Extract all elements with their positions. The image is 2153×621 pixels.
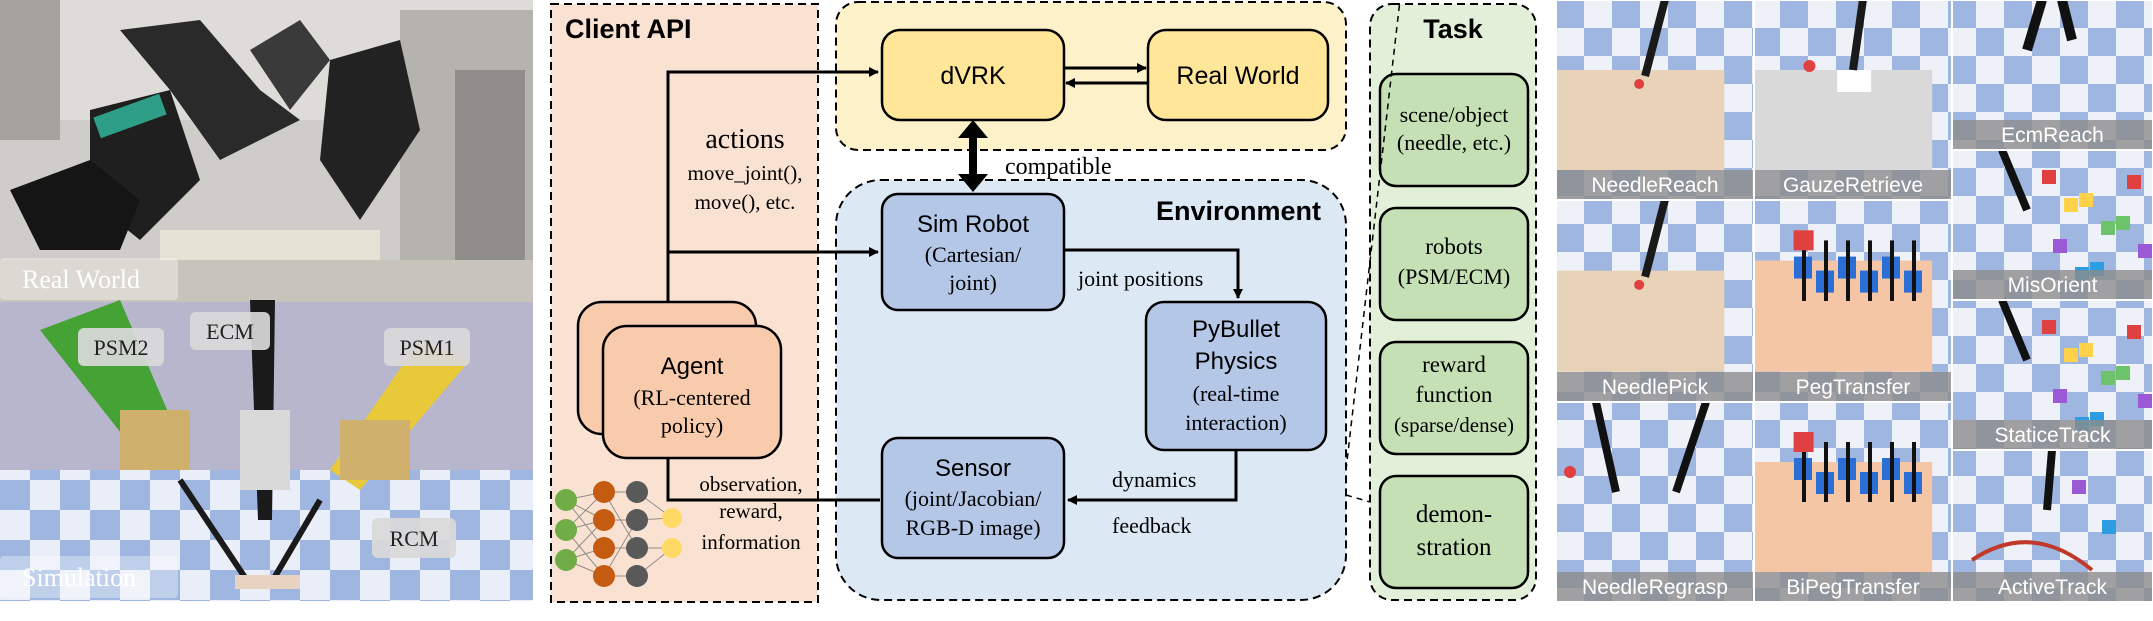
task-tile: GauzeRetrieve (1753, 0, 1953, 201)
task-robots-line1: robots (1425, 234, 1483, 259)
observation-line1: observation, (699, 472, 802, 496)
task-item-scene (1378, 72, 1530, 188)
agent-box (601, 324, 783, 460)
sim-robot-line1: (Cartesian/ (925, 242, 1022, 267)
task-tile: NeedleReach (1555, 0, 1755, 201)
task-tile: NeedlePick (1555, 199, 1755, 403)
client-api-title: Client API (565, 14, 692, 44)
environment-title: Environment (1156, 196, 1321, 226)
task-tile-label: StaticeTrack (1995, 424, 2111, 447)
task-tile-label: BiPegTransfer (1786, 576, 1919, 599)
task-tile: EcmReach (1951, 0, 2153, 151)
sensor-line1: (joint/Jacobian/ (905, 486, 1043, 511)
sim-robot-line2: joint) (948, 270, 997, 295)
architecture-diagram: Client API Environment Task dVRK Real Wo… (545, 0, 1545, 616)
task-scene-line2: (needle, etc.) (1397, 130, 1511, 155)
robot-photo-illustration: Real World Simulation PSM2 ECM PSM1 RCM (0, 0, 533, 601)
left-photo-panel: Real World Simulation PSM2 ECM PSM1 RCM (0, 0, 533, 601)
sensor-title: Sensor (935, 455, 1011, 482)
task-tile-label: GauzeRetrieve (1783, 174, 1923, 197)
dynamics-label: dynamics (1112, 467, 1196, 492)
task-tile-label: NeedleReach (1591, 174, 1718, 197)
psm2-callout: PSM2 (93, 335, 148, 360)
task-tile: ActiveTrack (1951, 449, 2153, 603)
task-tile: MisOrient (1951, 148, 2153, 301)
actions-line1: move_joint(), (688, 161, 803, 185)
ecm-callout: ECM (206, 319, 254, 344)
sensor-box (880, 436, 1066, 560)
psm1-callout: PSM1 (399, 335, 454, 360)
compatible-label: compatible (1005, 154, 1112, 180)
task-item-demonstration (1378, 474, 1530, 590)
actions-line2: move(), etc. (695, 190, 796, 214)
real-world-box (1146, 28, 1330, 122)
sensor-line2: RGB-D image) (905, 515, 1040, 540)
feedback-label: feedback (1112, 513, 1191, 538)
actions-title: actions (705, 124, 784, 155)
task-tile-label: NeedleRegrasp (1582, 576, 1728, 599)
task-tile-label: PegTransfer (1796, 376, 1911, 399)
pybullet-line2: Physics (1195, 348, 1278, 375)
rcm-callout: RCM (390, 526, 439, 551)
task-tile: PegTransfer (1753, 199, 1953, 403)
task-title: Task (1423, 14, 1484, 44)
pybullet-line1: PyBullet (1192, 316, 1280, 343)
dvrk-label: dVRK (940, 62, 1006, 90)
task-scene-line1: scene/object (1400, 102, 1509, 127)
task-demo-line1: demon- (1416, 501, 1492, 528)
simulation-photo-label: Simulation (22, 563, 136, 592)
task-tile-label: NeedlePick (1602, 376, 1709, 399)
real-world-photo-label: Real World (22, 265, 140, 294)
task-tile: StaticeTrack (1951, 298, 2153, 451)
real-world-label: Real World (1176, 62, 1299, 90)
sim-robot-box (880, 192, 1066, 312)
task-item-robots (1378, 206, 1530, 322)
observation-line3: information (701, 530, 801, 554)
task-reward-line2: function (1416, 382, 1493, 407)
task-item-reward (1378, 340, 1530, 456)
task-tile-label: MisOrient (2008, 274, 2098, 297)
pybullet-line3: (real-time (1193, 381, 1280, 406)
task-tile: NeedleRegrasp (1555, 400, 1755, 603)
agent-title: Agent (661, 353, 724, 380)
neural-network-icon (555, 481, 682, 587)
task-reward-line1: reward (1422, 352, 1486, 377)
task-gallery-svg: NeedleReach GauzeRetrieve EcmReachNeedlePi… (1555, 0, 2153, 603)
task-robots-line2: (PSM/ECM) (1398, 264, 1510, 289)
task-tile-label: EcmReach (2001, 124, 2104, 147)
joint-positions-label: joint positions (1077, 266, 1203, 291)
task-tile-label: ActiveTrack (1998, 576, 2107, 599)
task-reward-line3: (sparse/dense) (1394, 413, 1514, 437)
observation-line2: reward, (719, 499, 783, 523)
sim-robot-title: Sim Robot (917, 211, 1029, 238)
task-tile: BiPegTransfer (1753, 401, 1953, 603)
agent-line1: (RL-centered (633, 385, 750, 410)
task-demo-line2: stration (1417, 534, 1492, 561)
architecture-diagram-svg: Client API Environment Task dVRK Real Wo… (550, 0, 1537, 603)
agent-line2: policy) (661, 413, 723, 438)
pybullet-line4: interaction) (1185, 410, 1286, 435)
